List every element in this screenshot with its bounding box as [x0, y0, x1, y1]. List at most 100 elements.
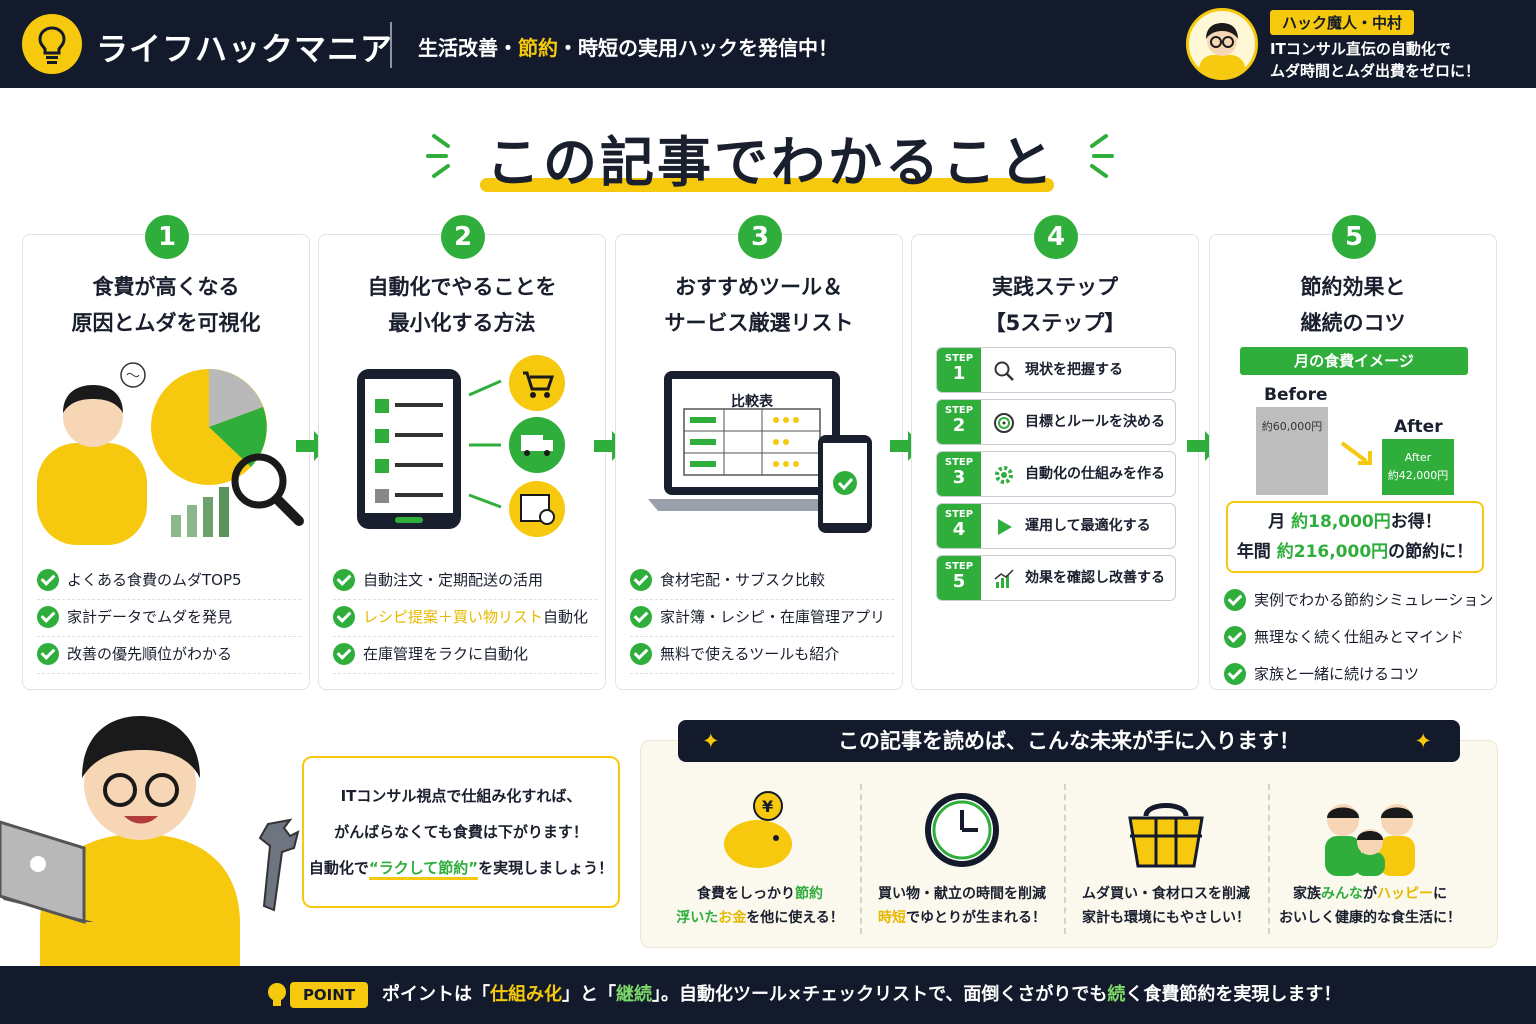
card-3: 3 おすすめツール＆サービス厳選リスト 比較表 食材宅配・サブスク比較 家計簿・…	[615, 215, 903, 690]
tablet-automation-illustration	[357, 355, 565, 537]
divider	[860, 784, 862, 934]
savings-summary: 月 約18,000円お得！ 年間 約216,000円の節約に！	[1226, 501, 1484, 573]
list-item: 自動注文・定期配送の活用	[333, 563, 597, 600]
check-icon	[1224, 663, 1246, 685]
list-item: 改善の優先順位がわかる	[37, 637, 301, 674]
future-item-waste: ムダ買い・食材ロスを削減家計も環境にもやさしい！	[1066, 786, 1266, 936]
point-badge: POINT	[290, 982, 368, 1008]
brand-name[interactable]: ライフハックマニア	[96, 30, 394, 68]
card-3-bullets: 食材宅配・サブスク比較 家計簿・レシピ・在庫管理アプリ 無料で使えるツールも紹介	[630, 563, 894, 674]
calendar-clock-icon	[509, 481, 565, 537]
check-icon	[1224, 626, 1246, 648]
family-icon	[1325, 804, 1415, 876]
after-label: After	[1394, 417, 1443, 437]
card-1: 1 食費が高くなる原因とムダを可視化 よくある食費のムダTOP5 家計データでム…	[22, 215, 310, 690]
check-icon	[333, 606, 355, 628]
monthly-cost-label: 月の食費イメージ	[1240, 347, 1468, 375]
list-item: レシピ提案＋買い物リスト自動化	[333, 600, 597, 637]
author-description: ITコンサル直伝の自動化でムダ時間とムダ出費をゼロに！	[1270, 40, 1481, 80]
header-divider	[390, 22, 392, 68]
divider	[1064, 784, 1066, 934]
list-item: よくある食費のムダTOP5	[37, 563, 301, 600]
card-title: おすすめツール＆サービス厳選リスト	[664, 275, 854, 335]
card-5: 5 節約効果と継続のコツ 月の食費イメージ Before 約60,000円 Af…	[1209, 215, 1497, 690]
card-title: 実践ステップ【5ステップ】	[984, 275, 1126, 335]
card-2-bullets: 自動注文・定期配送の活用 レシピ提案＋買い物リスト自動化 在庫管理をラクに自動化	[333, 563, 597, 674]
magnifier-icon	[994, 361, 1014, 381]
magnifier-icon	[231, 453, 304, 526]
sparkle-right-icon	[1090, 134, 1114, 178]
card-number: 1	[145, 215, 189, 259]
target-icon	[994, 413, 1014, 433]
thinking-person-icon	[37, 362, 147, 545]
tablet-checklist-icon	[357, 369, 461, 529]
card-2: 2 自動化でやることを最小化する方法 自動注文・定期配送の活用 レシピ提案＋買い…	[318, 215, 606, 690]
check-icon	[1224, 589, 1246, 611]
check-icon	[333, 569, 355, 591]
card-5-bullets: 実例でわかる節約シミュレーション 無理なく続く仕組みとマインド 家族と一緒に続け…	[1224, 583, 1493, 694]
future-item-family: 家族みんながハッピーにおいしく健康的な食生活に！	[1270, 786, 1470, 936]
card-number: 2	[441, 215, 485, 259]
wrench-icon	[258, 818, 300, 912]
pie-chart-icon	[151, 369, 267, 485]
divider	[1268, 784, 1270, 934]
page-title: この記事でわかること	[486, 131, 1056, 194]
basket-icon	[1128, 803, 1204, 868]
card-number: 4	[1034, 215, 1078, 259]
check-icon	[630, 606, 652, 628]
list-item: 在庫管理をラクに自動化	[333, 637, 597, 674]
check-icon	[333, 643, 355, 665]
gear-icon	[995, 466, 1013, 484]
list-item: 食材宅配・サブスク比較	[630, 563, 894, 600]
speech-bubble: ITコンサル視点で仕組み化すれば、 がんばらなくても食費は下がります！ 自動化で…	[302, 756, 620, 908]
laptop-comparison-illustration	[648, 371, 872, 533]
point-text: ポイントは「仕組み化」と「継続」。自動化ツール×チェックリストで、面倒くさがりで…	[382, 984, 1342, 1005]
site-tagline: 生活改善・節約・時短の実用ハックを発信中！	[418, 36, 838, 60]
card-title: 食費が高くなる原因とムダを可視化	[71, 275, 261, 335]
arrow-down-right-icon	[1340, 441, 1372, 465]
card-number: 3	[738, 215, 782, 259]
shopping-cart-icon	[509, 355, 565, 411]
card-title: 自動化でやることを最小化する方法	[367, 275, 557, 335]
laptop-icon	[0, 820, 94, 925]
list-item: 無料で使えるツールも紹介	[630, 637, 894, 674]
future-item-money: ¥ 食費をしっかり節約浮いたお金を他に使える！	[660, 786, 860, 936]
check-icon	[37, 643, 59, 665]
piggy-bank-icon: ¥	[724, 791, 792, 868]
face-icon	[82, 716, 200, 840]
author-avatar[interactable]	[1186, 8, 1258, 80]
sparkle-icon: ✦	[702, 729, 720, 753]
sparkle-left-icon	[426, 134, 450, 178]
title-underline	[480, 178, 1054, 192]
point-footer: POINT ポイントは「仕組み化」と「継続」。自動化ツール×チェックリストで、面…	[0, 966, 1536, 1024]
check-icon	[630, 643, 652, 665]
check-icon	[630, 569, 652, 591]
list-item: 無理なく続く仕組みとマインド	[1224, 620, 1488, 657]
pie-chart-illustration	[37, 362, 304, 545]
card-title: 節約効果と継続のコツ	[1300, 275, 1406, 335]
author-name-tag: ハック魔人・中村	[1270, 10, 1415, 35]
lightbulb-logo-icon[interactable]	[22, 14, 82, 74]
future-heading: ✦ この記事を読めば、こんな未来が手に入ります！ ✦	[678, 720, 1460, 762]
list-item: 家計データでムダを発見	[37, 600, 301, 637]
before-bar: 約60,000円	[1256, 407, 1328, 495]
check-icon	[37, 606, 59, 628]
sparkle-icon: ✦	[1414, 729, 1432, 753]
lightbulb-icon	[268, 983, 286, 1006]
before-label: Before	[1264, 385, 1328, 405]
smartphone-check-icon	[818, 435, 872, 533]
list-item: 実例でわかる節約シミュレーション	[1224, 583, 1493, 620]
delivery-truck-icon	[509, 417, 565, 473]
card-number: 5	[1332, 215, 1376, 259]
